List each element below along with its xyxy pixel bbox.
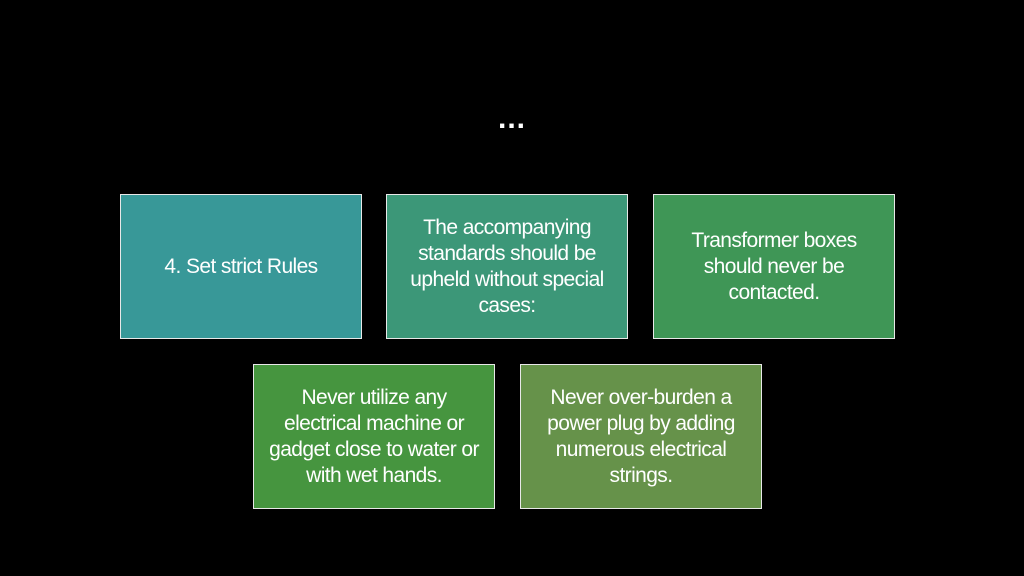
- box-text: The accompanying standards should be uph…: [410, 215, 604, 317]
- box-text: Never over-burden a power plug by adding…: [547, 385, 735, 487]
- rules-box-power-plug: Never over-burden a power plug by adding…: [520, 364, 762, 509]
- box-text: 4. Set strict Rules: [164, 254, 318, 278]
- box-text: Transformer boxes should never be contac…: [691, 228, 857, 304]
- slide-title: ...: [497, 102, 526, 135]
- rules-box-transformer: Transformer boxes should never be contac…: [653, 194, 895, 339]
- rules-box-water: Never utilize any electrical machine or …: [253, 364, 495, 509]
- rules-box-standards: The accompanying standards should be uph…: [386, 194, 628, 339]
- rules-box-set-strict-rules: 4. Set strict Rules: [120, 194, 362, 339]
- box-text: Never utilize any electrical machine or …: [269, 385, 479, 487]
